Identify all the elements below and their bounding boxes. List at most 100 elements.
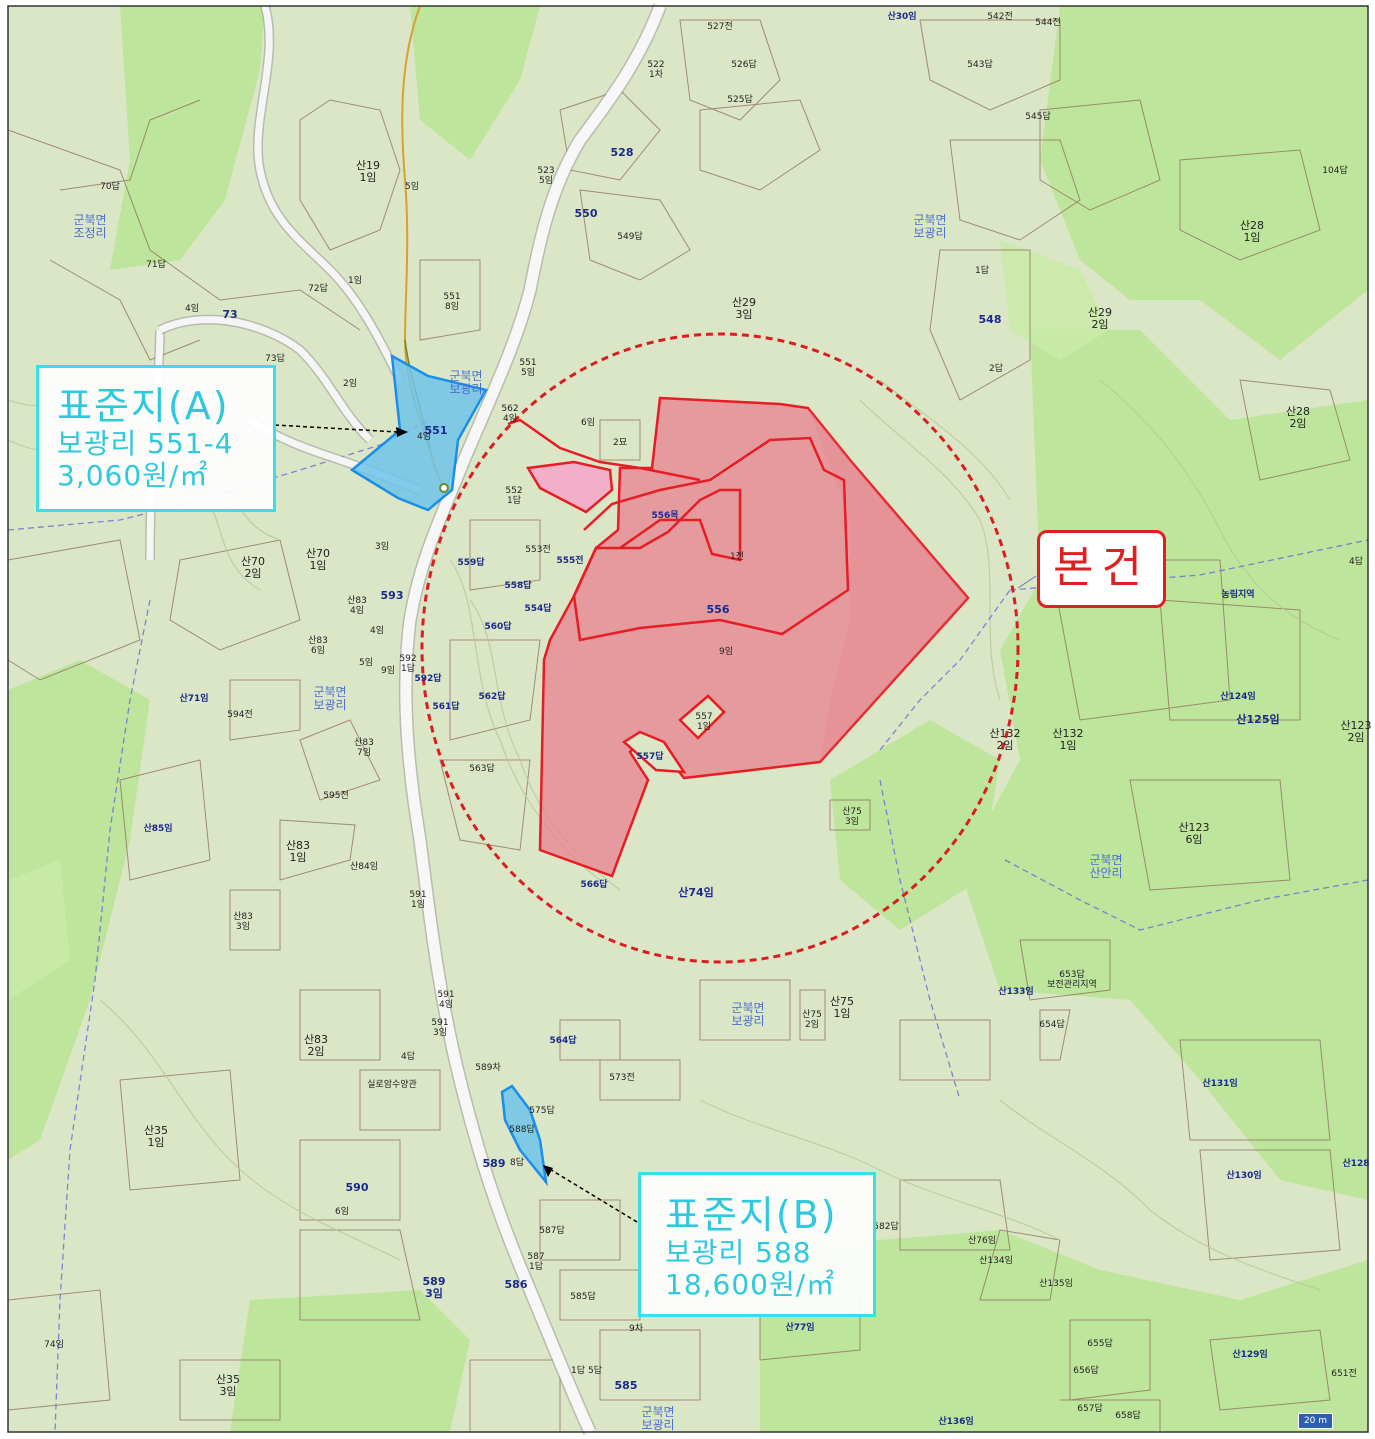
parcel-label: 73답: [265, 354, 285, 364]
parcel-label: 586: [504, 1278, 528, 1291]
parcel-label: 산83 7임: [354, 738, 374, 758]
parcel-label: 558답: [504, 581, 532, 591]
standard-callout-a[interactable]: 표준지(A) 보광리 551-4 3,060원/㎡: [36, 365, 276, 512]
radius-circle: [420, 332, 1020, 964]
subject-label[interactable]: 본건: [1037, 530, 1166, 608]
parcel-label: 657답: [1077, 1404, 1103, 1414]
parcel-label: 산83 3임: [233, 912, 253, 932]
parcel-label: 543답: [967, 60, 993, 70]
callout-b-title: 표준지(B): [665, 1193, 838, 1237]
roads: [145, 3, 667, 1435]
parcel-label: 528: [610, 146, 634, 159]
parcel-label: 593: [380, 589, 404, 602]
parcel-label: 4답: [1348, 557, 1363, 567]
parcel-label: 573전: [609, 1073, 635, 1083]
parcel-label: 592답: [414, 674, 442, 684]
parcel-label: 산85임: [143, 824, 173, 834]
parcel-label: 산123 6임: [1178, 821, 1210, 846]
parcel-label: 산76임: [967, 1236, 996, 1246]
parcel-label: 2묘: [612, 438, 627, 448]
parcel-label: 산83 2임: [303, 1033, 329, 1058]
parcel-label: 군북면 보광리: [731, 1001, 765, 1028]
parcel-label: 548: [978, 313, 1002, 326]
callout-a-title: 표준지(A): [57, 384, 230, 428]
parcel-label: 산28 1임: [1239, 219, 1265, 244]
parcel-label: 655답: [1087, 1339, 1113, 1349]
parcel-label: 군북면 보광리: [641, 1405, 675, 1432]
parcel-label: 산77임: [785, 1323, 815, 1333]
parcel-label: 실로암수양관: [367, 1080, 417, 1090]
parcel-label: 1임: [347, 276, 362, 286]
parcel-label: 6임: [334, 1207, 349, 1217]
parcel-label: 559답: [457, 558, 485, 568]
parcel-label: 557 1임: [695, 712, 713, 732]
parcel-label: 산124임: [1220, 692, 1256, 702]
parcel-label: 9임: [718, 647, 733, 657]
parcel-label: 591 4임: [437, 990, 455, 1010]
parcel-label: 653답 보전관리지역: [1047, 970, 1097, 990]
parcel-label: 594전: [227, 710, 253, 720]
parcel-label: 585: [614, 1379, 638, 1392]
parcel-label: 587 1답: [527, 1252, 545, 1272]
parcel-label: 2답: [988, 364, 1003, 374]
parcel-label: 556목: [651, 511, 679, 521]
parcel-label: 575답: [529, 1106, 555, 1116]
parcel-label: 산131임: [1202, 1079, 1238, 1089]
parcel-label: 551 5임: [519, 358, 537, 378]
parcel-label: 산125임: [1236, 713, 1280, 726]
parcel-label: 545답: [1025, 112, 1051, 122]
parcel-label: 5임: [358, 658, 373, 668]
forest-zones: [8, 6, 1368, 1432]
parcel-label: 585답: [570, 1292, 596, 1302]
parcel-label: 산83 1임: [285, 839, 311, 864]
parcel-label: 산132 2임: [989, 727, 1021, 752]
standard-callout-b[interactable]: 표준지(B) 보광리 588 18,600원/㎡: [638, 1172, 876, 1317]
parcel-label: 560답: [484, 622, 512, 632]
parcel-label: 산129임: [1232, 1350, 1268, 1360]
callout-a-price: 3,060원/㎡: [57, 459, 209, 492]
parcel-label: 72답: [308, 284, 328, 294]
parcel-label: 5답: [587, 1366, 602, 1376]
callout-b-address: 보광리 588: [665, 1236, 812, 1269]
parcel-label: 산135임: [1039, 1279, 1073, 1289]
parcel-label: 산75 3임: [842, 807, 862, 827]
parcel-label: 73: [222, 308, 238, 321]
parcel-label: 656답: [1073, 1366, 1099, 1376]
parcel-label: 551 8임: [443, 292, 461, 312]
parcel-label: 8답: [509, 1158, 524, 1168]
parcel-label: 1답: [570, 1366, 585, 1376]
parcel-label: 564답: [549, 1036, 577, 1046]
parcel-label: 555전: [556, 556, 584, 566]
parcel-label: 9차: [628, 1324, 643, 1334]
parcel-label: 군북면 산안리: [1089, 853, 1123, 880]
parcel-label: 561답: [432, 702, 460, 712]
parcel-label: 군북면 보광리: [313, 685, 347, 712]
parcel-label: 527전: [707, 22, 733, 32]
parcel-label: 552 1답: [505, 486, 523, 506]
parcel-label: 산30임: [887, 12, 917, 22]
parcel-label: 549답: [617, 232, 643, 242]
parcel-label: 산75 2임: [802, 1010, 822, 1030]
parcel-label: 산29 3임: [731, 296, 757, 321]
parcel-label: 595전: [323, 791, 349, 801]
parcel-label: 산29 2임: [1087, 306, 1113, 331]
parcel-label: 2임: [342, 379, 357, 389]
parcel-label: 658답: [1115, 1411, 1141, 1421]
parcel-label: 589차: [475, 1063, 501, 1073]
parcel-label: 산83 4임: [347, 596, 367, 616]
parcel-label: 522 1차: [647, 60, 665, 80]
parcel-label: 군북면 조정리: [73, 213, 107, 240]
parcel-label: 591 3임: [431, 1018, 449, 1038]
parcel-label: 589 3임: [422, 1275, 446, 1300]
parcel-label: 582답: [873, 1222, 899, 1232]
parcel-label: 104답: [1322, 166, 1348, 176]
parcel-label: 산136임: [938, 1417, 974, 1427]
parcel-label: 농림지역: [1221, 590, 1255, 600]
callout-arrows: [274, 424, 638, 1223]
parcel-label: 525답: [727, 95, 753, 105]
standard-parcel-b: [500, 1084, 548, 1187]
callout-b-price: 18,600원/㎡: [665, 1268, 836, 1301]
parcel-label: 4임: [184, 304, 199, 314]
parcel-label: 74임: [44, 1340, 64, 1350]
